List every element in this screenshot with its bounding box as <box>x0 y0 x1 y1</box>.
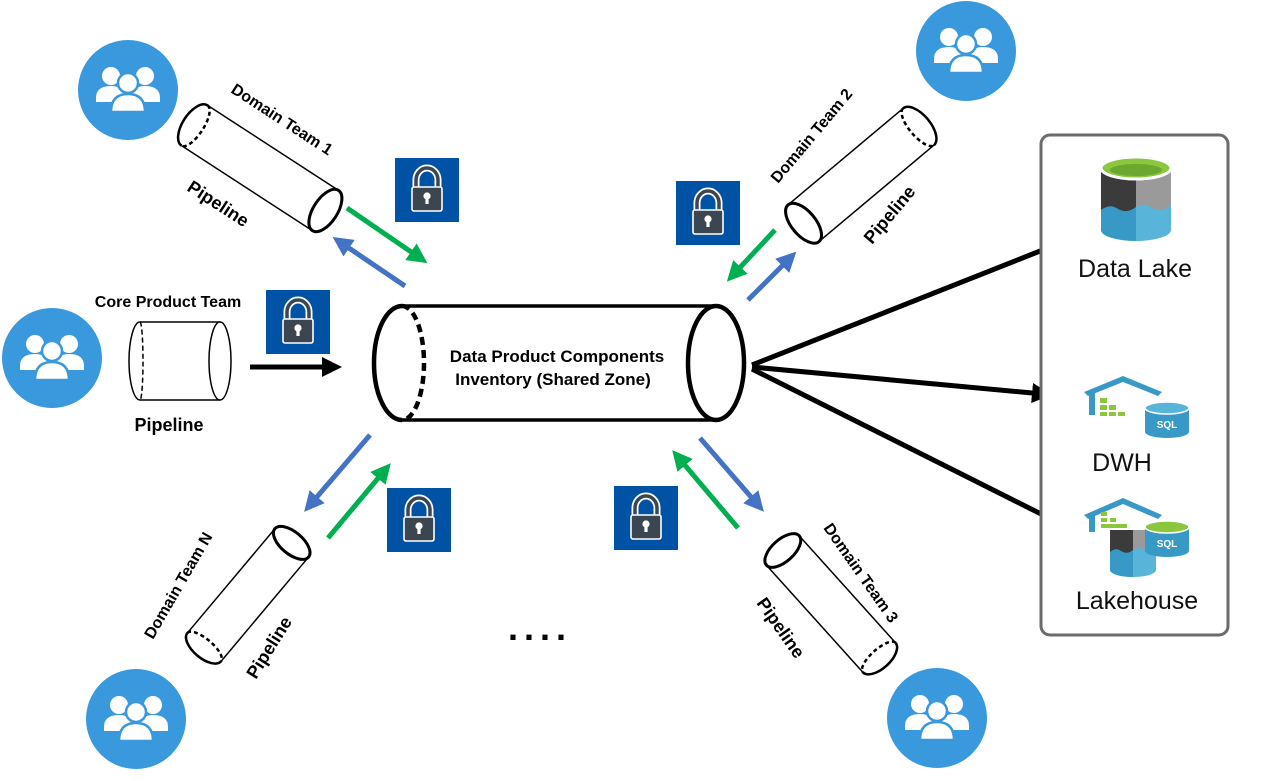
padlock-icon <box>395 158 459 222</box>
padlock-icon <box>387 488 451 552</box>
padlock-icon <box>614 486 678 550</box>
core-product-team-label: Core Product Team <box>95 294 241 311</box>
people-group-icon <box>76 38 180 142</box>
domain-team-n-group: Domain Team N Pipeline <box>84 433 451 771</box>
domain-team-1-label: Domain Team 1 <box>228 81 336 159</box>
data-lake-label: Data Lake <box>1078 255 1192 283</box>
domain-team-2-pipeline-label: Pipeline <box>860 182 920 248</box>
domain-team-3-pipeline-label: Pipeline <box>753 594 809 662</box>
padlock-icon <box>266 290 330 354</box>
storage-panel: Data Lake SQL DWH <box>1039 133 1230 637</box>
domain-team-2-group: Domain Team 2 Pipeline <box>676 0 1018 302</box>
people-group-icon <box>0 306 104 410</box>
padlock-icon <box>676 181 740 245</box>
arrow-to-lakehouse <box>750 366 1082 535</box>
domain-team-3-pipeline <box>763 532 899 676</box>
domain-team-3-label: Domain Team 3 <box>820 521 901 627</box>
lakehouse-icon: SQL <box>1084 498 1190 577</box>
data-lake-icon <box>1099 155 1173 241</box>
lakehouse-label: Lakehouse <box>1076 587 1198 615</box>
shared-zone-cylinder: Data Product Components Inventory (Share… <box>371 303 747 423</box>
dwh-label: DWH <box>1092 449 1152 477</box>
svg-text:SQL: SQL <box>1157 420 1178 431</box>
shared-zone-to-storage-arrows <box>750 232 1082 535</box>
arrow-to-data-lake <box>751 232 1082 368</box>
domain-team-n-label: Domain Team N <box>142 530 217 642</box>
people-group-icon <box>885 666 989 770</box>
arrow-from-shared-zone <box>304 433 372 512</box>
core-product-team-pipeline <box>128 321 232 401</box>
domain-team-3-group: Domain Team 3 Pipeline <box>614 436 989 770</box>
people-group-icon <box>914 0 1018 103</box>
core-product-team-group: Core Product Team Pipeline <box>0 290 342 435</box>
arrow-to-shared-zone <box>326 463 391 540</box>
arrow-from-shared-zone <box>746 251 797 302</box>
svg-text:SQL: SQL <box>1157 539 1178 550</box>
arrow-to-shared-zone <box>726 228 777 282</box>
more-teams-ellipsis: .... <box>508 607 572 648</box>
shared-zone-title-line2: Inventory (Shared Zone) <box>455 370 651 389</box>
domain-team-2-pipeline <box>784 105 938 245</box>
arrow-to-shared-zone <box>345 205 428 264</box>
arrow-from-shared-zone <box>698 436 764 512</box>
domain-team-n-pipeline <box>184 524 312 665</box>
domain-team-2-label: Domain Team 2 <box>768 86 856 187</box>
domain-team-1-group: Domain Team 1 Pipeline <box>76 38 459 289</box>
core-product-team-pipeline-label: Pipeline <box>134 415 203 435</box>
arrow-from-shared-zone <box>332 236 407 289</box>
domain-team-n-pipeline-label: Pipeline <box>242 613 296 682</box>
shared-zone-title-line1: Data Product Components <box>450 347 664 366</box>
data-warehouse-sql-icon: SQL <box>1084 376 1190 438</box>
arrow-to-dwh <box>751 364 1052 403</box>
domain-team-1-pipeline <box>176 103 344 234</box>
people-group-icon <box>84 667 188 771</box>
arrow-to-shared-zone <box>672 450 740 530</box>
